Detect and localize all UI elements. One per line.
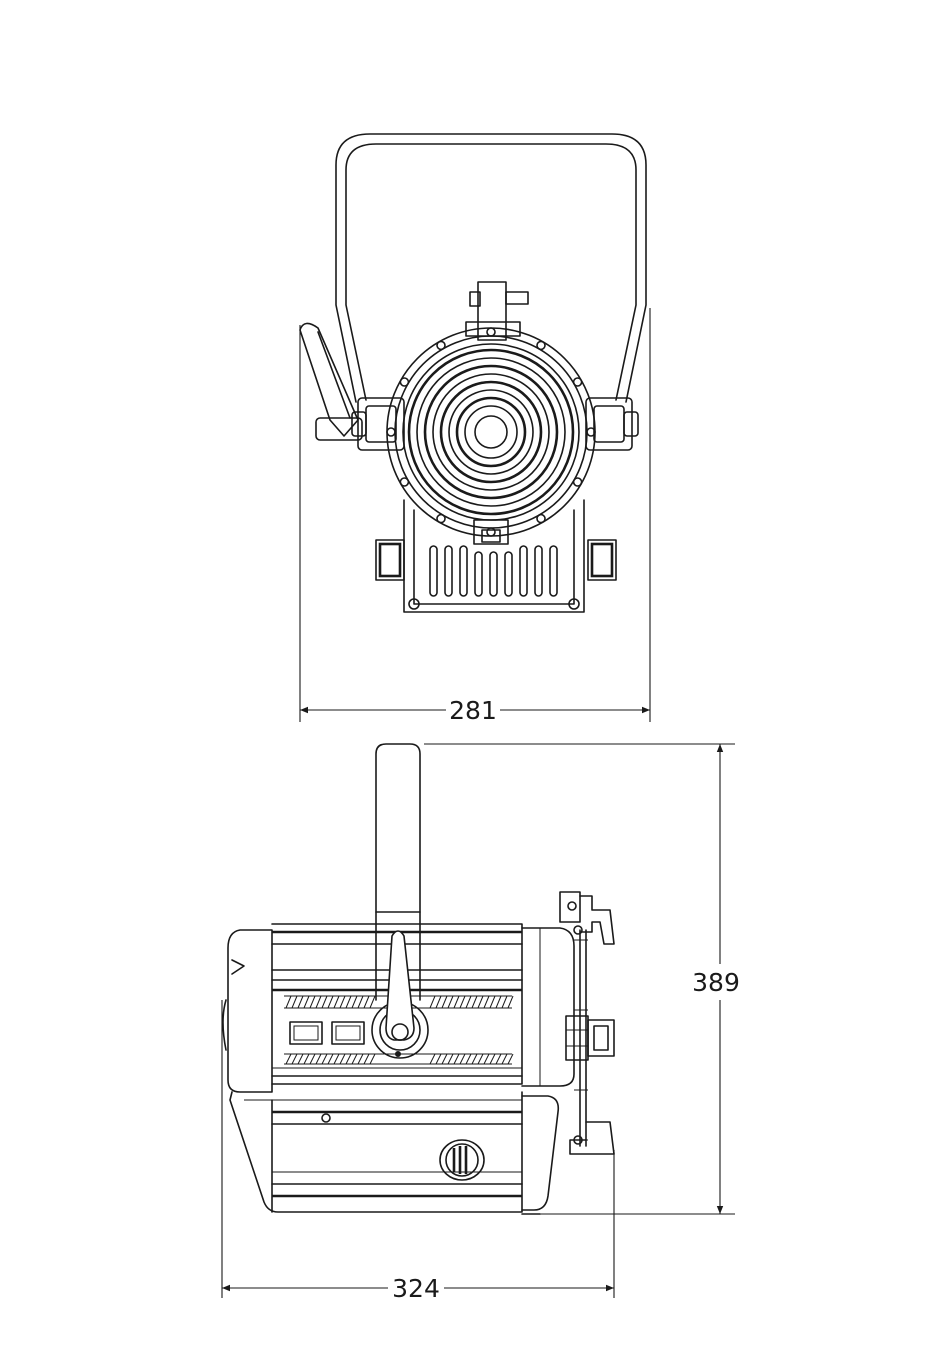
- side-view: [223, 744, 614, 1214]
- dimension-front-width: 281: [300, 308, 650, 725]
- front-vent-slots: [430, 546, 557, 596]
- side-lower-housing: [230, 1092, 558, 1214]
- side-rear-cap: [228, 930, 272, 1092]
- front-lens-center: [475, 416, 507, 448]
- front-side-handle-right: [588, 540, 616, 580]
- dimension-389-label: 389: [692, 968, 740, 997]
- side-barn-door-frame: [574, 930, 588, 1146]
- dimension-324-label: 324: [392, 1274, 440, 1303]
- dimension-side-width: 324: [222, 1000, 614, 1303]
- front-yoke: [336, 134, 646, 402]
- side-top-clamp: [560, 892, 614, 944]
- front-fresnel-lens: [409, 350, 573, 514]
- side-control-button-1: [290, 1022, 322, 1044]
- front-rim-screws: [387, 328, 595, 536]
- side-focus-knob: [440, 1140, 484, 1180]
- side-bottom-clamp: [570, 1122, 614, 1154]
- dimension-side-height: 389: [424, 744, 740, 1214]
- side-front-cap: [522, 928, 574, 1086]
- front-outer-rim: [387, 328, 595, 536]
- side-control-button-2: [332, 1022, 364, 1044]
- dimension-281-label: 281: [449, 696, 497, 725]
- front-side-handle-left: [376, 540, 404, 580]
- front-view: [300, 134, 646, 612]
